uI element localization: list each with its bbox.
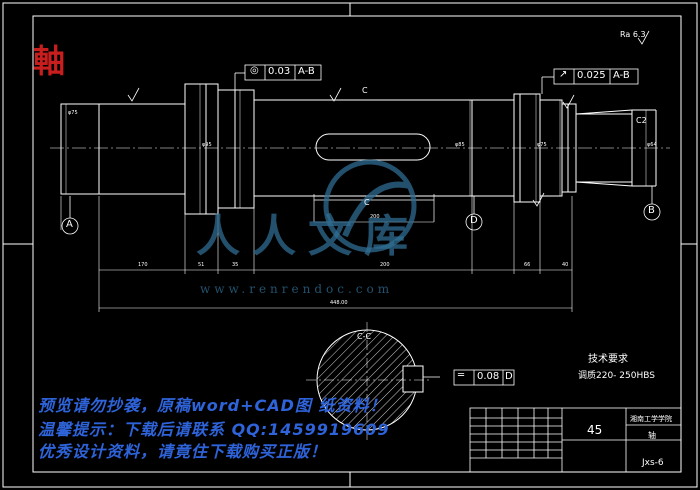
dim-phi-end: φ64 <box>647 142 657 148</box>
roughness-general: Ra 6.3 <box>620 30 646 39</box>
tech-req-line1: 调质220- 250HBS <box>578 371 655 381</box>
dim-seg1: 170 <box>138 262 148 268</box>
dimension-lines <box>60 196 573 312</box>
brand-watermark-text: 人人文库 <box>196 211 420 262</box>
watermark-line2: 温馨提示：下载后请联系 QQ:1459919609 <box>38 420 390 439</box>
coaxial-datum: A-B <box>298 66 315 77</box>
dim-seg3: 35 <box>232 262 239 268</box>
watermark-line1: 预览请勿抄袭，原稿word+CAD图 纸资料！ <box>38 396 387 415</box>
chamfer-label: C2 <box>636 116 647 125</box>
dim-total-length: 448.00 <box>330 300 348 306</box>
shaft-outline <box>60 83 657 215</box>
datum-b: B <box>648 205 655 216</box>
section-view <box>306 322 432 440</box>
brand-watermark-logo <box>323 159 417 253</box>
dim-phi-collar: φ95 <box>202 142 212 148</box>
runout-symbol: ↗ <box>559 69 568 80</box>
coaxial-value: 0.03 <box>268 66 291 77</box>
dim-phi-mid: φ85 <box>455 142 465 148</box>
dim-phi-left: φ75 <box>68 110 78 116</box>
coaxial-symbol: ◎ <box>250 65 259 76</box>
section-label-view: C-C <box>357 332 372 341</box>
watermark-line3: 优秀设计资料，请竟住下载购买正版！ <box>38 442 328 461</box>
section-label-keyway: C <box>364 198 370 207</box>
datum-d: D <box>470 215 478 226</box>
dim-phi-right: φ75 <box>537 142 547 148</box>
symmetry-value: 0.08 <box>477 371 500 382</box>
part-name: 轴 <box>648 431 656 440</box>
section-label-top: C <box>362 86 368 95</box>
tech-req-heading: 技术要求 <box>588 354 628 365</box>
datum-a: A <box>66 219 73 230</box>
school: 湘南工学学院 <box>630 415 672 423</box>
dim-keyway-width: 200 <box>370 214 380 220</box>
symmetry-symbol: ═ <box>458 370 465 381</box>
dim-seg-right1: 66 <box>524 262 531 268</box>
dim-keyway-length: 200 <box>380 262 390 268</box>
runout-datum: A-B <box>613 70 630 81</box>
material: 45 <box>587 423 603 437</box>
dim-seg2: 51 <box>198 262 205 268</box>
symmetry-datum: D <box>505 371 513 382</box>
title-mark: 軸 <box>33 42 66 80</box>
runout-value: 0.025 <box>577 70 606 81</box>
dim-seg-right2: 40 <box>562 262 569 268</box>
keyway <box>315 133 431 161</box>
brand-watermark-url: www.renrendoc.com <box>200 282 394 296</box>
title-block <box>469 407 682 473</box>
drawing-no: Jxs-6 <box>642 458 664 468</box>
